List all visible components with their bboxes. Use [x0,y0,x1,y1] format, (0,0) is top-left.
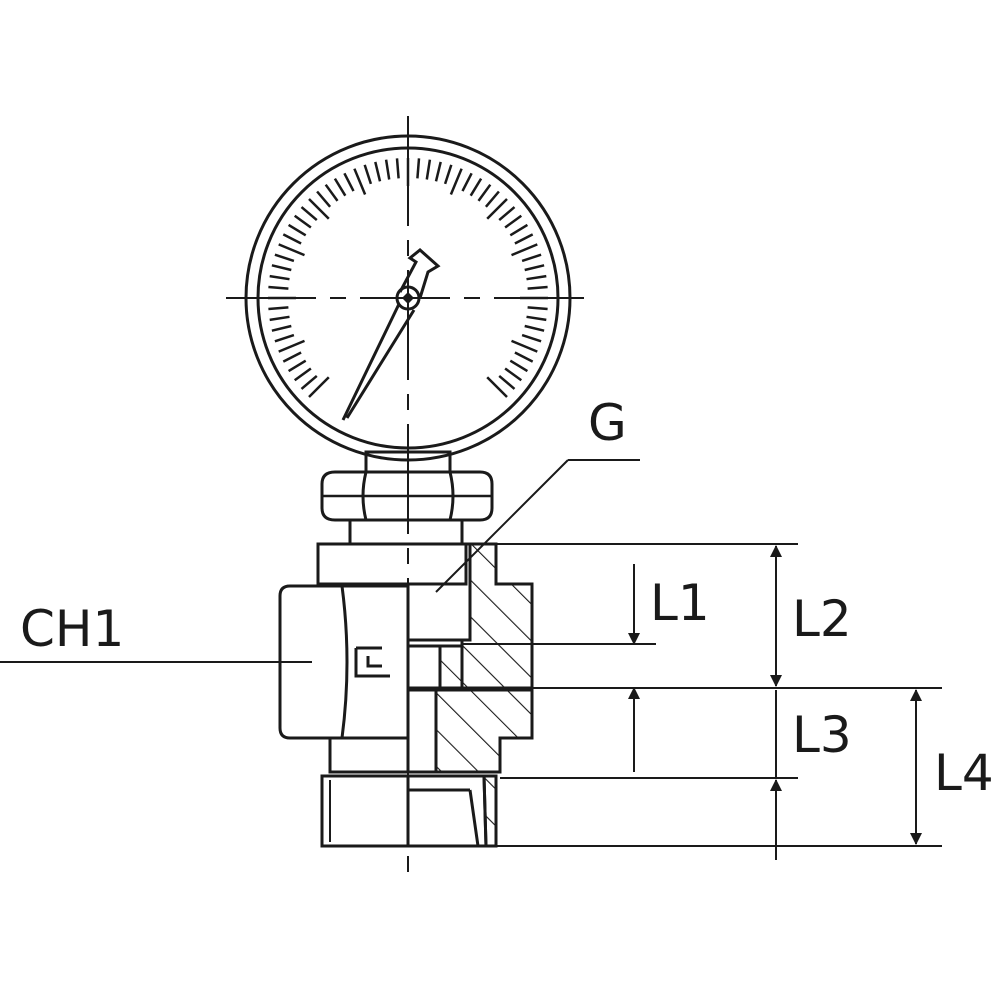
gauge-tick [477,183,492,202]
gauge-tick [434,161,442,182]
label-g-group: G [435,394,640,593]
gauge-tick [498,206,516,222]
gauge-tick [316,190,332,208]
nut-collar [348,518,464,546]
gauge-tick [498,374,516,390]
gauge-tick [469,177,483,197]
gauge-tick [449,168,463,195]
gauge-tick [274,253,295,263]
gauge-tick [269,315,290,322]
gauge-needle [341,248,441,421]
ch1-hex-body [278,584,410,740]
gauge-tick [526,315,547,322]
gauge-tick [269,274,290,281]
hex-nut [320,470,494,522]
gauge-tick [461,172,473,192]
gauge-scale-ticks [268,158,548,398]
gauge-tick [300,374,318,390]
gauge-tick [268,285,289,290]
gauge-tick [374,161,382,182]
label-l3: L3 [792,706,852,764]
gauge-tick [524,324,545,332]
gauge-tick [384,159,391,180]
gauge-tick [282,233,302,245]
inner-seat [438,644,464,690]
gauge-tick [268,306,289,311]
label-l4: L4 [934,744,994,802]
dimension-lines: L1 L2 L3 L4 [462,543,994,860]
gauge-tick [524,264,545,272]
gauge-tick [514,351,534,363]
gauge-tick [486,198,508,220]
gauge-tick [416,158,421,179]
gauge-tick [287,223,307,237]
gauge-tick [363,164,373,185]
label-ch1-group: CH1 [0,600,312,663]
gauge-tick [484,190,500,208]
gauge-tick [486,376,508,398]
gauge-tick [278,243,305,257]
gauge-tick [526,274,547,281]
gauge-tick [509,223,529,237]
label-g: G [588,394,627,452]
gauge-tick [282,351,302,363]
label-l2: L2 [792,590,852,648]
gauge-tick [443,164,453,185]
fitting-section [406,542,534,848]
gauge-tick [300,206,318,222]
gauge-tick [278,339,305,353]
gauge-tick [293,367,312,382]
gauge-tick [511,243,538,257]
section-wall-lower [434,688,534,774]
gauge-tick [527,285,548,290]
gauge-tick [509,359,529,373]
gauge-tick [504,367,523,382]
gauge-tick [287,359,307,373]
gauge-tick [521,253,542,263]
gauge-tick [353,168,367,195]
gauge-tick [308,198,330,220]
gauge-tick [308,376,330,398]
manufacturer-logo [354,646,390,678]
gauge-tick [333,177,347,197]
label-ch1: CH1 [20,600,124,658]
gauge-tick [395,158,400,179]
gauge-tick [271,324,292,332]
gauge-tick [274,333,295,343]
section-wall-upper [460,542,534,690]
threaded-end [320,774,410,848]
gauge-tick [511,339,538,353]
gauge-tick [425,159,432,180]
gauge-tick [293,214,312,229]
gauge-tick [271,264,292,272]
label-l1: L1 [650,574,710,632]
gauge-tick [521,333,542,343]
gauge-tick [343,172,355,192]
gauge-tick [514,233,534,245]
gauge-tick [504,214,523,229]
gauge-tick [324,183,339,202]
gauge-tick [527,306,548,311]
